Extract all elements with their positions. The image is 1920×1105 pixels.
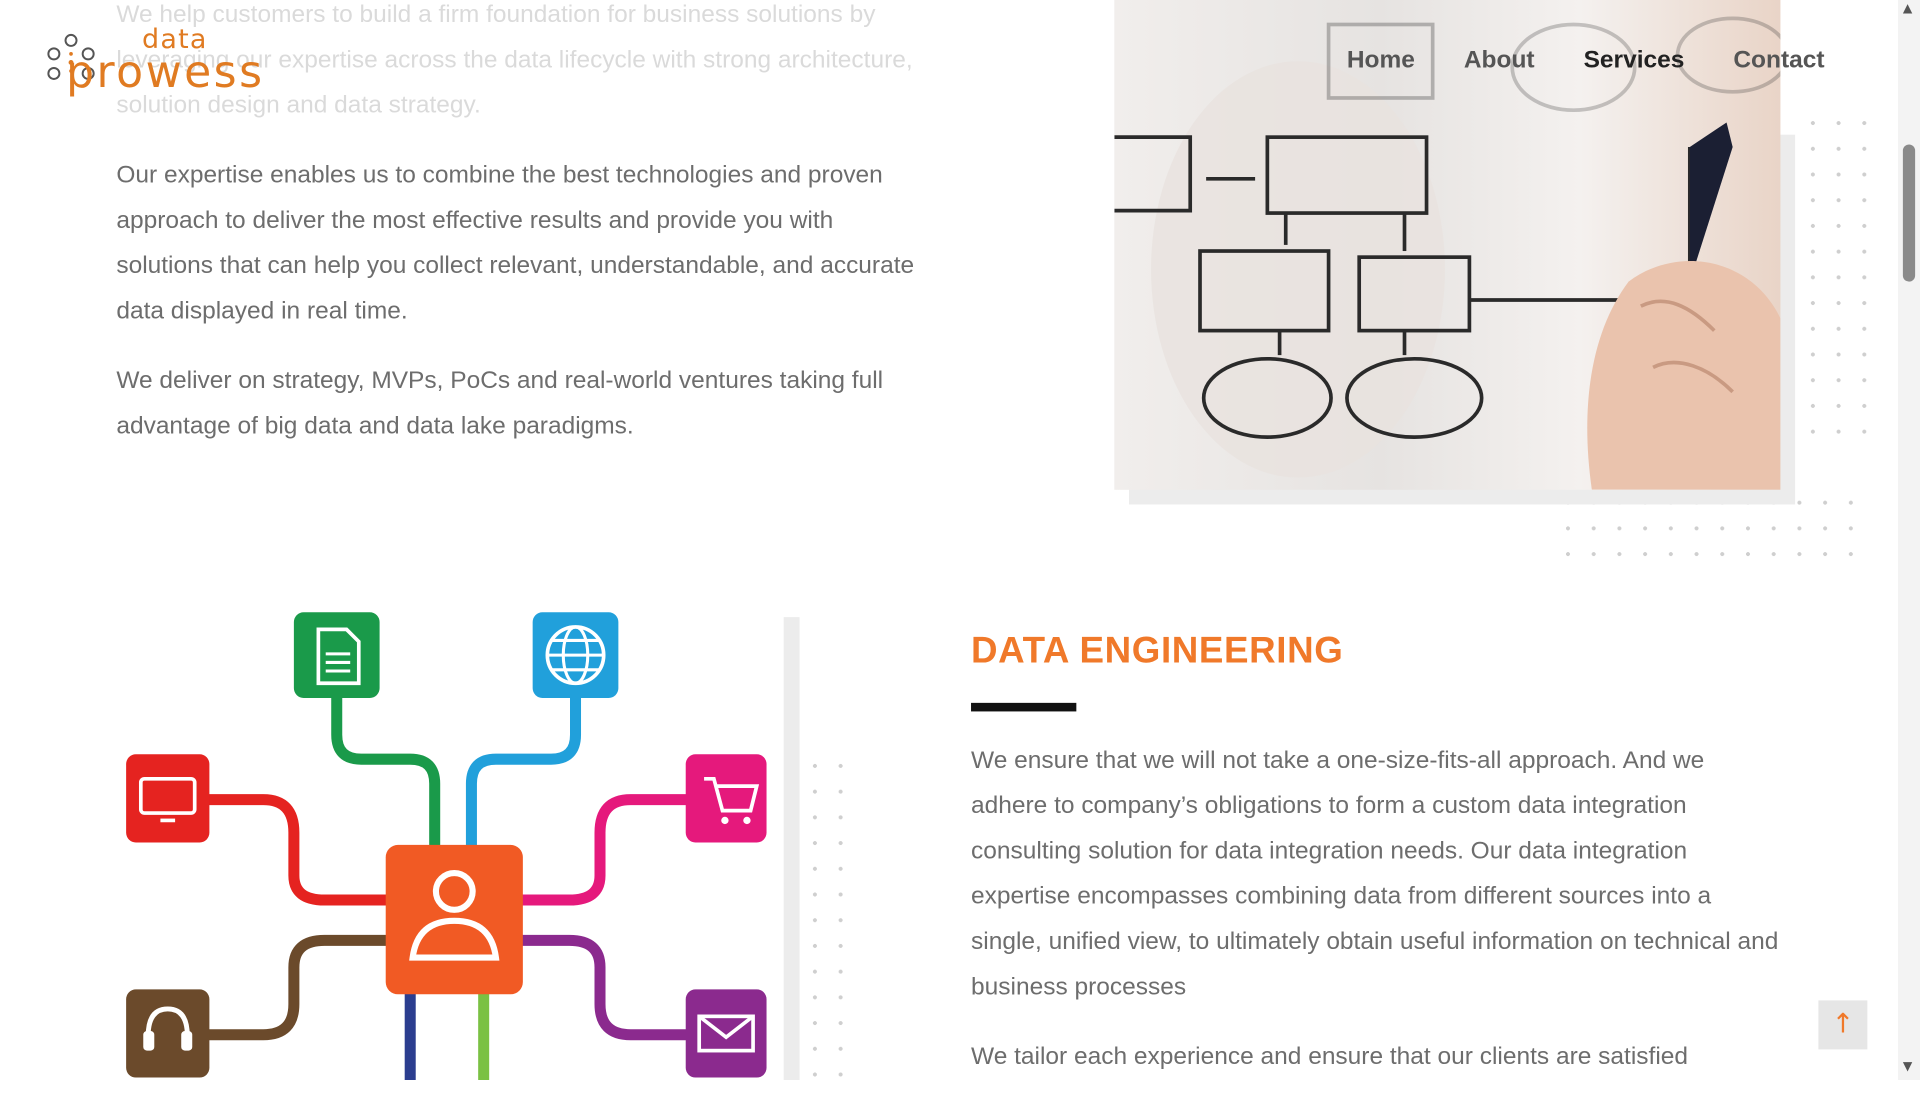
intro-paragraph-2: We deliver on strategy, MVPs, PoCs and r…	[116, 367, 884, 440]
logo[interactable]: data prowess	[44, 24, 301, 97]
nav-services[interactable]: Services	[1583, 46, 1685, 74]
section-title: DATA ENGINEERING	[971, 630, 1344, 672]
image-side-bar	[783, 617, 800, 1081]
intro-text-block: Our expertise enables us to combine the …	[116, 153, 930, 474]
main-nav: Home About Services Contact	[1347, 47, 1825, 75]
title-underline	[971, 702, 1077, 712]
engineering-paragraph-2: We tailor each experience and ensure tha…	[971, 1043, 1689, 1071]
data-integration-illustration	[116, 600, 777, 1086]
flowchart-photo	[1114, 0, 1781, 490]
logo-text-main: prowess	[66, 47, 265, 98]
globe-icon	[532, 612, 619, 698]
intro-faded-text-block: We help customers to build a firm founda…	[116, 0, 930, 153]
flowchart-drawing	[1114, 16, 1781, 490]
intro-paragraph-1: Our expertise enables us to combine the …	[116, 161, 915, 325]
scroll-up-arrow-icon[interactable]: ▲	[1902, 2, 1913, 16]
nav-about[interactable]: About	[1463, 46, 1535, 74]
engineering-text-block: We ensure that we will not take a one-si…	[971, 738, 1785, 1104]
scroll-down-arrow-icon[interactable]: ▼	[1902, 1060, 1913, 1074]
mail-icon	[685, 989, 767, 1078]
monitor-icon	[126, 754, 210, 843]
scrollbar-thumb[interactable]	[1902, 144, 1916, 282]
document-icon	[293, 612, 380, 698]
intro-faded-paragraph: We help customers to build a firm founda…	[116, 1, 913, 119]
logo-text-top: data	[142, 24, 208, 56]
nav-contact[interactable]: Contact	[1733, 46, 1825, 74]
nav-home[interactable]: Home	[1346, 46, 1415, 74]
user-icon	[385, 844, 523, 995]
logo-circles-icon	[47, 33, 95, 80]
dots-decoration	[1800, 110, 1874, 454]
cart-icon	[685, 754, 767, 843]
network-diagram	[126, 612, 767, 1086]
page-scrollbar[interactable]: ▲ ▼	[1897, 0, 1920, 1081]
site-header: data prowess Home About Services Contact	[0, 0, 1898, 127]
engineering-paragraph-1: We ensure that we will not take a one-si…	[971, 746, 1779, 1001]
headset-icon	[126, 989, 210, 1078]
dots-decoration	[802, 753, 864, 1081]
scroll-to-top-button[interactable]: ↑	[1818, 1000, 1868, 1050]
